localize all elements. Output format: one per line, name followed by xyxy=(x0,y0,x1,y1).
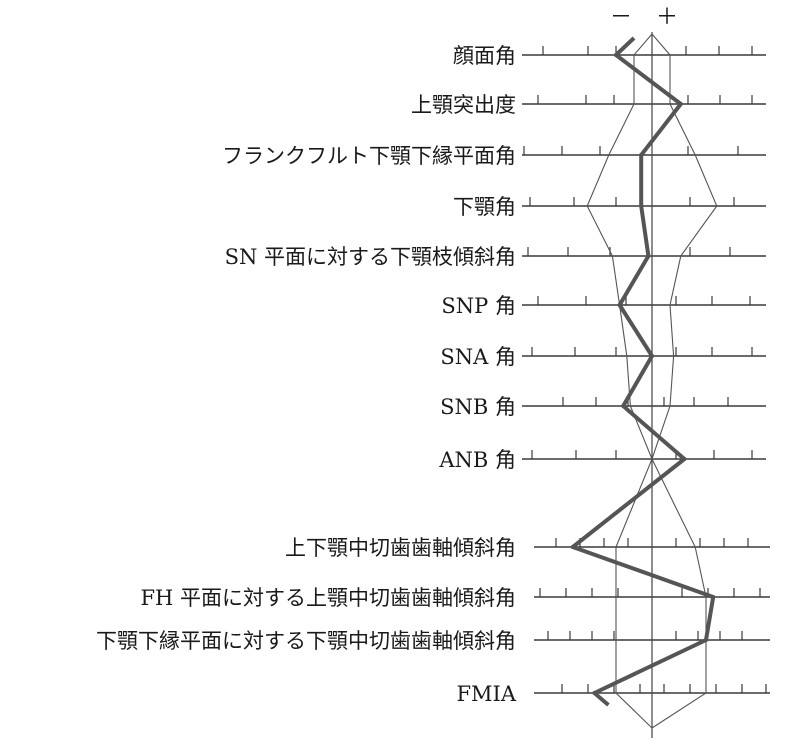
plus-sd-envelope xyxy=(651,33,718,729)
series-point xyxy=(614,53,618,57)
series-point xyxy=(592,691,597,695)
category-label: 下顎下縁平面に対する下顎中切歯歯軸傾斜角 xyxy=(96,629,516,653)
category-row: フランクフルト下顎下縁平面角 xyxy=(222,144,766,168)
category-row: 顔面角 xyxy=(453,44,766,68)
category-label: SN 平面に対する下顎枝傾斜角 xyxy=(225,245,516,269)
series-point xyxy=(570,545,575,549)
series-point xyxy=(682,457,687,461)
series-point xyxy=(678,102,683,106)
category-row: ANB 角 xyxy=(438,448,766,472)
category-label: FH 平面に対する上顎中切歯歯軸傾斜角 xyxy=(140,586,516,610)
category-row: FH 平面に対する上顎中切歯歯軸傾斜角 xyxy=(140,586,770,610)
category-row: SN 平面に対する下顎枝傾斜角 xyxy=(225,245,766,269)
series-point xyxy=(646,254,651,258)
category-label: 上下顎中切歯歯軸傾斜角 xyxy=(285,536,516,560)
category-label: 顔面角 xyxy=(453,44,516,68)
series-point xyxy=(711,595,716,599)
minus-sign-label: － xyxy=(610,5,632,30)
plus-sign-label: ＋ xyxy=(656,5,678,30)
category-row: 下顎角 xyxy=(453,195,766,219)
category-label: FMIA xyxy=(456,682,516,706)
category-label: フランクフルト下顎下縁平面角 xyxy=(222,144,516,168)
series-point xyxy=(621,404,626,408)
patient-series-line xyxy=(570,36,716,707)
minus-sd-envelope xyxy=(586,33,653,729)
category-label: SNA 角 xyxy=(440,345,516,369)
category-row: 上顎突出度 xyxy=(411,93,766,117)
series-point xyxy=(639,153,644,157)
series-point xyxy=(617,303,622,307)
series-point xyxy=(650,354,654,358)
category-label: 上顎突出度 xyxy=(411,93,516,117)
category-row: SNA 角 xyxy=(440,345,766,369)
category-row: SNP 角 xyxy=(441,294,766,318)
category-label: ANB 角 xyxy=(438,448,516,472)
series-point xyxy=(704,638,708,642)
category-label: SNB 角 xyxy=(440,395,516,419)
series-points xyxy=(570,53,716,695)
category-label: SNP 角 xyxy=(441,294,516,318)
category-row: SNB 角 xyxy=(440,395,766,419)
category-row: 下顎下縁平面に対する下顎中切歯歯軸傾斜角 xyxy=(96,629,770,653)
category-label: 下顎角 xyxy=(453,195,516,219)
series-point xyxy=(639,204,644,208)
